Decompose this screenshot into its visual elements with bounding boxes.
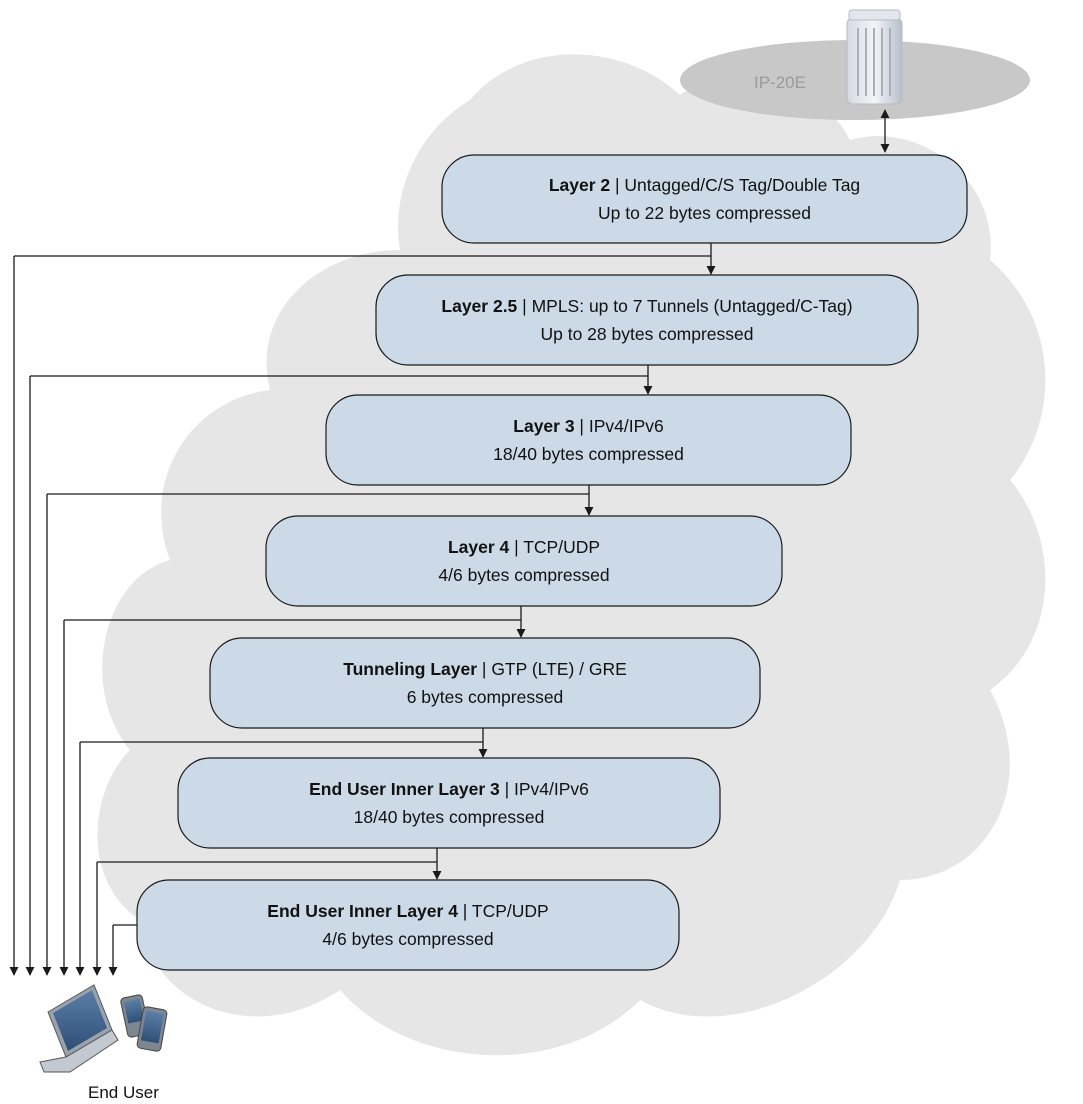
- ip20e-device: IP-20E: [680, 9, 1030, 120]
- layer-box-layer-2-5: Layer 2.5 | MPLS: up to 7 Tunnels (Untag…: [375, 274, 919, 366]
- end-user: End User: [39, 984, 168, 1102]
- layer-box-shape: [441, 154, 968, 244]
- layer-title-line: Tunneling Layer | GTP (LTE) / GRE: [343, 659, 627, 679]
- layer-title-line: Layer 2 | Untagged/C/S Tag/Double Tag: [549, 175, 860, 195]
- laptop-icon: [39, 984, 119, 1073]
- layer-compression: Up to 28 bytes compressed: [540, 324, 753, 344]
- layer-box-shape: [375, 274, 919, 366]
- layer-name: Tunneling Layer: [343, 659, 477, 679]
- layer-box-layer-4: Layer 4 | TCP/UDP 4/6 bytes compressed: [265, 515, 783, 607]
- layer-box-layer-3: Layer 3 | IPv4/IPv6 18/40 bytes compress…: [325, 394, 852, 486]
- layer-boxes: Layer 2 | Untagged/C/S Tag/Double Tag Up…: [136, 154, 968, 971]
- layer-name: Layer 3: [513, 416, 575, 436]
- layer-compression: 4/6 bytes compressed: [438, 565, 609, 585]
- device-label: IP-20E: [754, 73, 806, 92]
- layer-box-tunneling-layer: Tunneling Layer | GTP (LTE) / GRE 6 byte…: [209, 637, 761, 729]
- layer-compression: 18/40 bytes compressed: [354, 807, 545, 827]
- layer-name: End User Inner Layer 4: [267, 901, 458, 921]
- layer-title-line: End User Inner Layer 3 | IPv4/IPv6: [309, 779, 589, 799]
- layer-compression: 18/40 bytes compressed: [493, 444, 684, 464]
- layer-name: Layer 2: [549, 175, 611, 195]
- radio-unit-icon: [846, 9, 903, 105]
- layer-protocols: | TCP/UDP: [509, 537, 600, 557]
- layer-box-shape: [265, 515, 783, 607]
- layer-title-line: Layer 3 | IPv4/IPv6: [513, 416, 663, 436]
- connector-lines: [9, 243, 716, 976]
- layer-compression: 6 bytes compressed: [407, 687, 564, 707]
- layer-protocols: | MPLS: up to 7 Tunnels (Untagged/C-Tag): [517, 296, 852, 316]
- layer-box-shape: [325, 394, 852, 486]
- layer-name: Layer 4: [448, 537, 510, 557]
- layer-title-line: End User Inner Layer 4 | TCP/UDP: [267, 901, 548, 921]
- layer-box-end-user-inner-layer-3: End User Inner Layer 3 | IPv4/IPv6 18/40…: [177, 757, 721, 849]
- layer-box-end-user-inner-layer-4: End User Inner Layer 4 | TCP/UDP 4/6 byt…: [136, 879, 680, 971]
- layer-box-shape: [136, 879, 680, 971]
- layer-protocols: | TCP/UDP: [458, 901, 549, 921]
- layer-title-line: Layer 4 | TCP/UDP: [448, 537, 600, 557]
- layer-title-line: Layer 2.5 | MPLS: up to 7 Tunnels (Untag…: [441, 296, 852, 316]
- layer-name: End User Inner Layer 3: [309, 779, 500, 799]
- layer-name: Layer 2.5: [441, 296, 517, 316]
- layer-protocols: | GTP (LTE) / GRE: [477, 659, 627, 679]
- layer-protocols: | IPv4/IPv6: [500, 779, 589, 799]
- layer-compression: Up to 22 bytes compressed: [598, 203, 811, 223]
- layer-box-layer-2: Layer 2 | Untagged/C/S Tag/Double Tag Up…: [441, 154, 968, 244]
- layer-protocols: | IPv4/IPv6: [575, 416, 664, 436]
- tablet-icon: [136, 1006, 168, 1052]
- layer-box-shape: [177, 757, 721, 849]
- end-user-label: End User: [88, 1083, 159, 1102]
- layer-box-shape: [209, 637, 761, 729]
- layer-compression: 4/6 bytes compressed: [322, 929, 493, 949]
- layer-protocols: | Untagged/C/S Tag/Double Tag: [610, 175, 860, 195]
